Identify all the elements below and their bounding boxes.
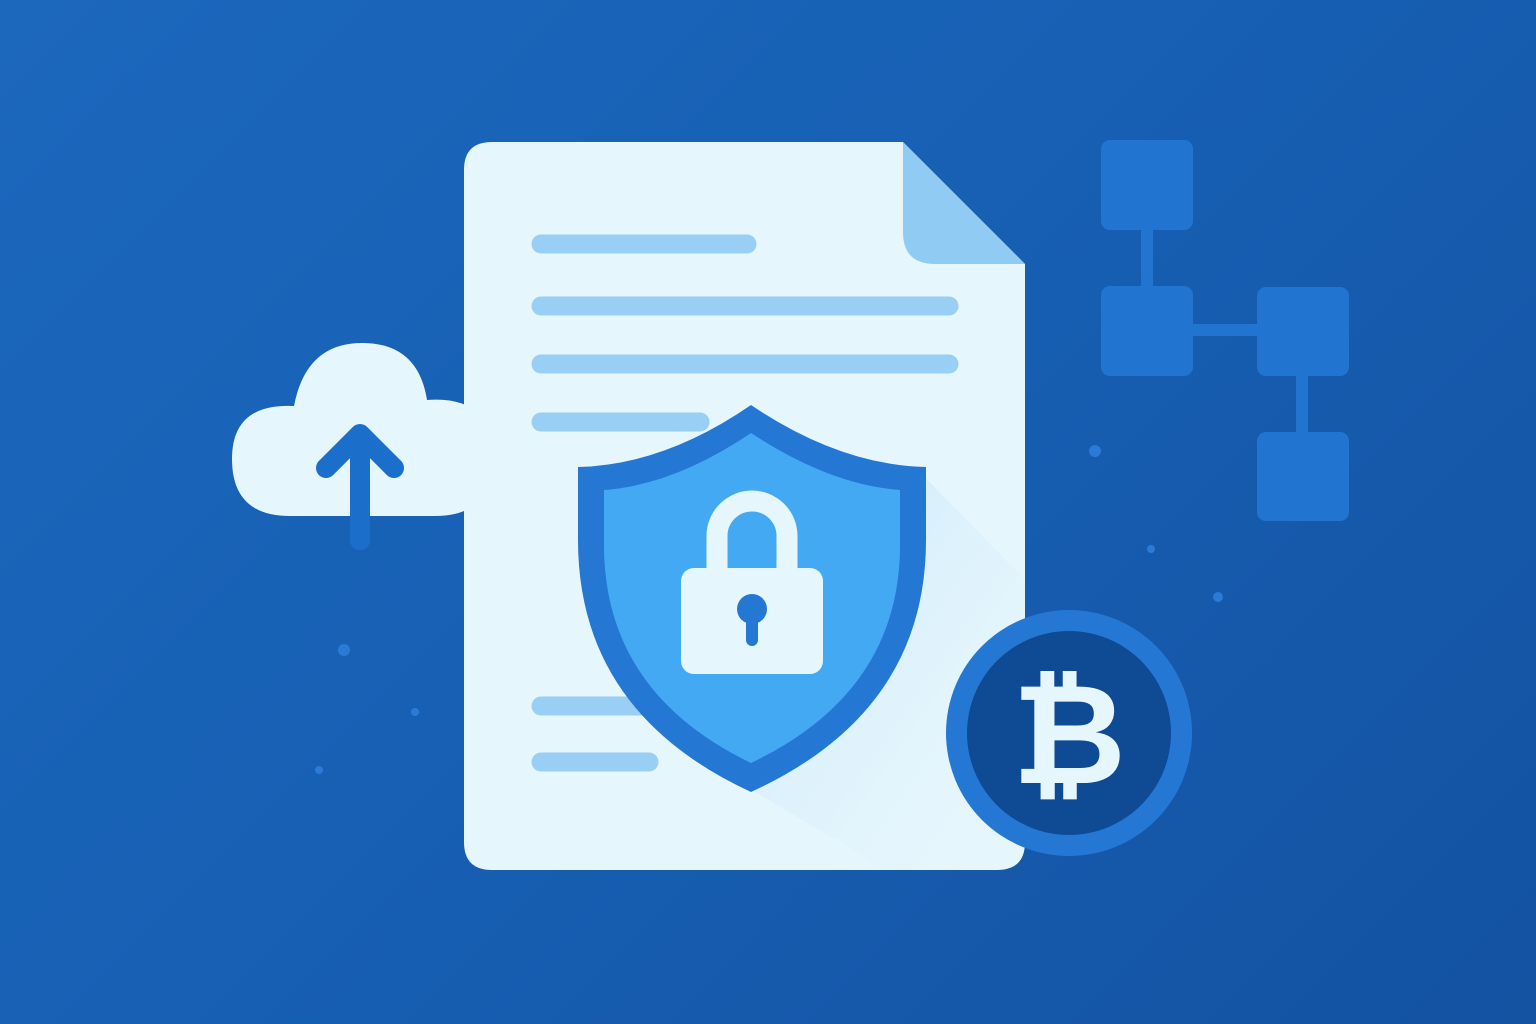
bitcoin-symbol: ₿ xyxy=(1012,654,1126,817)
dot xyxy=(338,644,350,656)
blockchain-network-icon xyxy=(1101,140,1349,521)
cloud-upload-icon xyxy=(232,343,493,550)
network-node xyxy=(1257,287,1349,376)
bitcoin-coin-icon: ₿ xyxy=(946,610,1192,856)
keyhole xyxy=(737,594,767,624)
upload-arrow-icon xyxy=(316,424,404,550)
dot xyxy=(1089,445,1101,457)
dot xyxy=(1147,545,1155,553)
network-node xyxy=(1101,140,1193,230)
padlock-icon xyxy=(681,490,823,674)
dot xyxy=(1213,592,1223,602)
document-text-lines xyxy=(531,234,959,772)
dot xyxy=(315,766,323,774)
dot xyxy=(411,708,419,716)
network-node xyxy=(1257,432,1349,521)
network-node xyxy=(1101,286,1193,376)
decorative-dots xyxy=(315,445,1223,774)
document-fold xyxy=(903,142,1025,264)
